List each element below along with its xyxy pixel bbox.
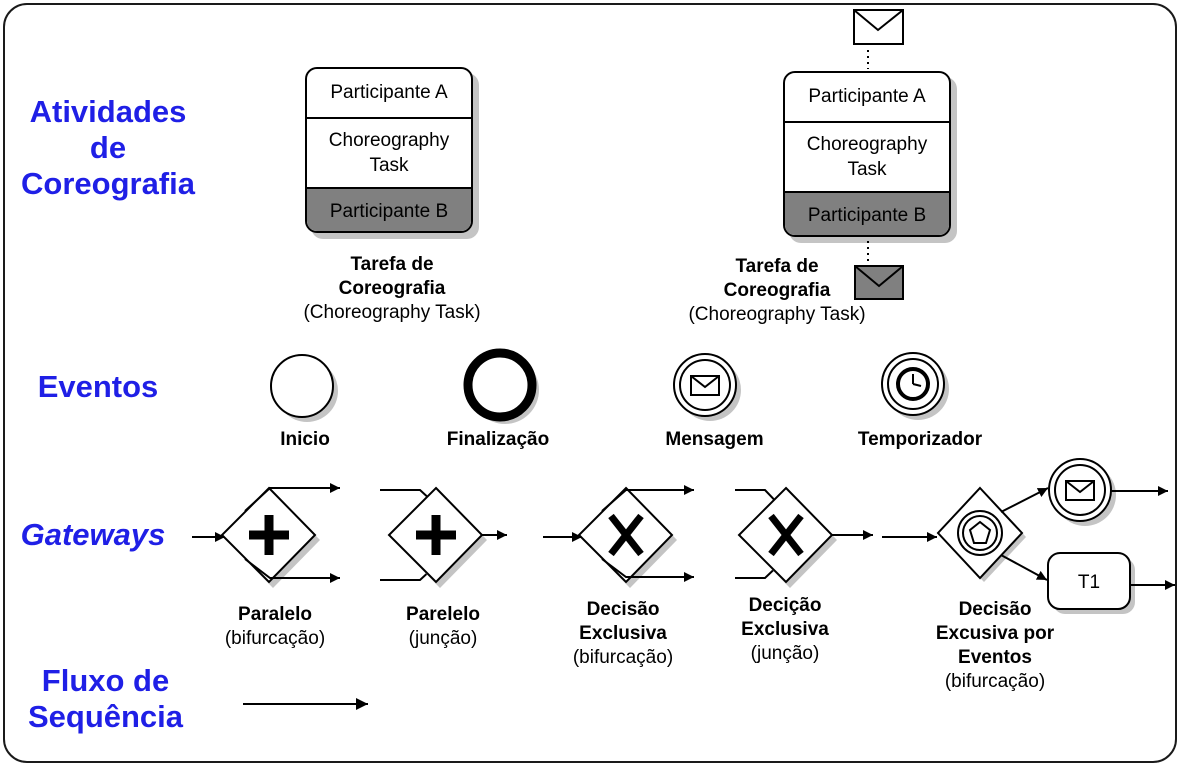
message-event-icon xyxy=(673,353,741,421)
message-event-icon xyxy=(1048,458,1168,526)
gateway-bold-line: Eventos xyxy=(958,647,1032,668)
event-caption: Inicio xyxy=(245,428,365,452)
event-label: Temporizador xyxy=(857,429,983,450)
outer-frame xyxy=(3,3,1177,763)
gateway-caption: Parelelo (junção) xyxy=(368,603,518,651)
gateway-bold-line: Paralelo xyxy=(238,604,312,625)
section-title-line: Fluxo de xyxy=(41,663,170,698)
timer-event-icon xyxy=(881,352,949,420)
parallel-gateway-icon xyxy=(380,486,507,588)
gateway-bold-line: Exclusiva xyxy=(579,623,667,644)
start-event-icon xyxy=(270,354,338,422)
gateway-bold-line: Excusiva por xyxy=(935,623,1055,644)
gateway-normal-line: (bifurcação) xyxy=(572,647,674,668)
task-t1-label: T1 xyxy=(1078,572,1100,593)
task-caption: Tarefa de Coreografia (Choreography Task… xyxy=(270,253,514,325)
gateway-bold-line: Decição xyxy=(748,595,822,616)
parallel-gateway-icon xyxy=(192,483,340,588)
section-title-line: de xyxy=(89,130,127,165)
gateway-normal-line: (bifurcação) xyxy=(944,671,1046,692)
caption-bold-line: Tarefa de xyxy=(735,256,819,277)
gateway-bold-line: Decisão xyxy=(958,599,1032,620)
section-title-line: Coreografia xyxy=(21,166,195,201)
event-label: Finalização xyxy=(446,429,550,450)
section-title-atividades: Atividades de Coreografia xyxy=(8,94,208,202)
participant-a-band: Participante A xyxy=(785,73,949,123)
task-caption: Tarefa de Coreografia (Choreography Task… xyxy=(655,255,899,327)
event-caption: Finalização xyxy=(418,428,578,452)
gateway-normal-line: (junção) xyxy=(750,643,820,664)
task-t1[interactable]: T1 xyxy=(1047,552,1175,614)
caption-normal-line: (Choreography Task) xyxy=(688,304,866,325)
section-title-eventos: Eventos xyxy=(37,369,159,404)
section-title-line: Atividades xyxy=(29,94,187,129)
gateway-bold-line: Parelelo xyxy=(406,604,480,625)
choreography-task[interactable]: Participante A Choreography Task Partici… xyxy=(305,67,473,233)
gateway-caption: Decição Exclusiva (junção) xyxy=(710,594,860,666)
gateway-caption: Decisão Excusiva por Eventos (bifurcação… xyxy=(905,598,1085,694)
initiating-message-icon xyxy=(853,9,904,69)
end-event-icon xyxy=(463,348,539,424)
event-based-gateway-icon xyxy=(882,486,1049,582)
gateway-caption: Paralelo (bifurcação) xyxy=(200,603,350,651)
event-caption: Mensagem xyxy=(642,428,787,452)
event-label: Mensagem xyxy=(665,429,764,450)
exclusive-gateway-icon xyxy=(735,486,873,588)
section-title-fluxo: Fluxo de Sequência xyxy=(8,663,203,735)
section-title-line: Sequência xyxy=(27,699,184,734)
participant-a-band: Participante A xyxy=(307,69,471,119)
gateway-normal-line: (junção) xyxy=(408,628,478,649)
participant-b-band: Participante B xyxy=(307,189,471,231)
caption-bold-line: Coreografia xyxy=(338,278,446,299)
gateway-bold-line: Decisão xyxy=(586,599,660,620)
task-name: Choreography Task xyxy=(785,123,949,193)
caption-bold-line: Coreografia xyxy=(723,280,831,301)
caption-normal-line: (Choreography Task) xyxy=(303,302,481,323)
gateway-bold-line: Exclusiva xyxy=(741,619,829,640)
choreography-task-with-messages[interactable]: Participante A Choreography Task Partici… xyxy=(783,71,951,237)
event-label: Inicio xyxy=(280,429,330,450)
event-caption: Temporizador xyxy=(835,428,1005,452)
return-message-icon xyxy=(854,241,904,300)
task-name: Choreography Task xyxy=(307,119,471,189)
gateway-caption: Decisão Exclusiva (bifurcação) xyxy=(548,598,698,670)
gateway-normal-line: (bifurcação) xyxy=(224,628,326,649)
exclusive-gateway-icon xyxy=(543,485,694,588)
participant-b-band: Participante B xyxy=(785,193,949,235)
section-title-gateways: Gateways xyxy=(20,517,166,552)
caption-bold-line: Tarefa de xyxy=(350,254,434,275)
